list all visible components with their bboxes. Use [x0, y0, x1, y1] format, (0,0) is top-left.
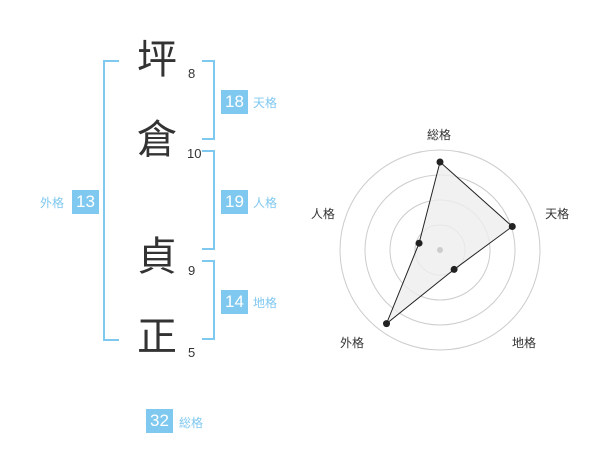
radar-center-dot [437, 247, 443, 253]
radar-point-3 [450, 265, 458, 273]
radar-point-5 [415, 239, 423, 247]
chikaku-bracket [202, 260, 215, 340]
radar-ring [339, 149, 541, 351]
stroke-count-1: 8 [188, 66, 196, 81]
soukaku-value-badge: 32 [146, 409, 173, 433]
soukaku-label: 総格 [179, 416, 204, 430]
tenkaku-label: 天格 [253, 96, 278, 110]
stroke-count-4: 5 [188, 345, 196, 360]
radar-point-1 [436, 158, 444, 166]
radar-series-polygon [385, 161, 514, 326]
stroke-count-2: 10 [187, 146, 202, 161]
jinkaku-label: 人格 [253, 196, 278, 210]
gaikaku-bracket [103, 60, 119, 341]
gaikaku-label: 外格 [40, 196, 65, 210]
name-char-2: 倉 [137, 117, 177, 163]
tenkaku-bracket [202, 60, 215, 140]
radar-axis-label-2: 天格 [545, 207, 570, 222]
jinkaku-value-badge: 19 [221, 190, 248, 214]
gaikaku-value-badge: 13 [72, 190, 99, 214]
radar-axis-label-1: 総格 [427, 128, 452, 142]
chikaku-label: 地格 [253, 296, 278, 310]
radar-axis-label-3: 地格 [512, 336, 537, 350]
stroke-count-3: 9 [188, 263, 196, 278]
jinkaku-bracket [202, 150, 215, 250]
radar-axis-label-4: 外格 [340, 336, 365, 350]
chikaku-value-badge: 14 [221, 290, 248, 314]
name-char-3: 貞 [137, 234, 177, 280]
radar-point-2 [508, 223, 516, 231]
radar-axis-label-5: 人格 [310, 207, 335, 222]
name-char-4: 正 [137, 314, 177, 360]
tenkaku-value-badge: 18 [221, 90, 248, 114]
radar-point-4 [383, 320, 391, 328]
name-char-1: 坪 [137, 37, 177, 83]
